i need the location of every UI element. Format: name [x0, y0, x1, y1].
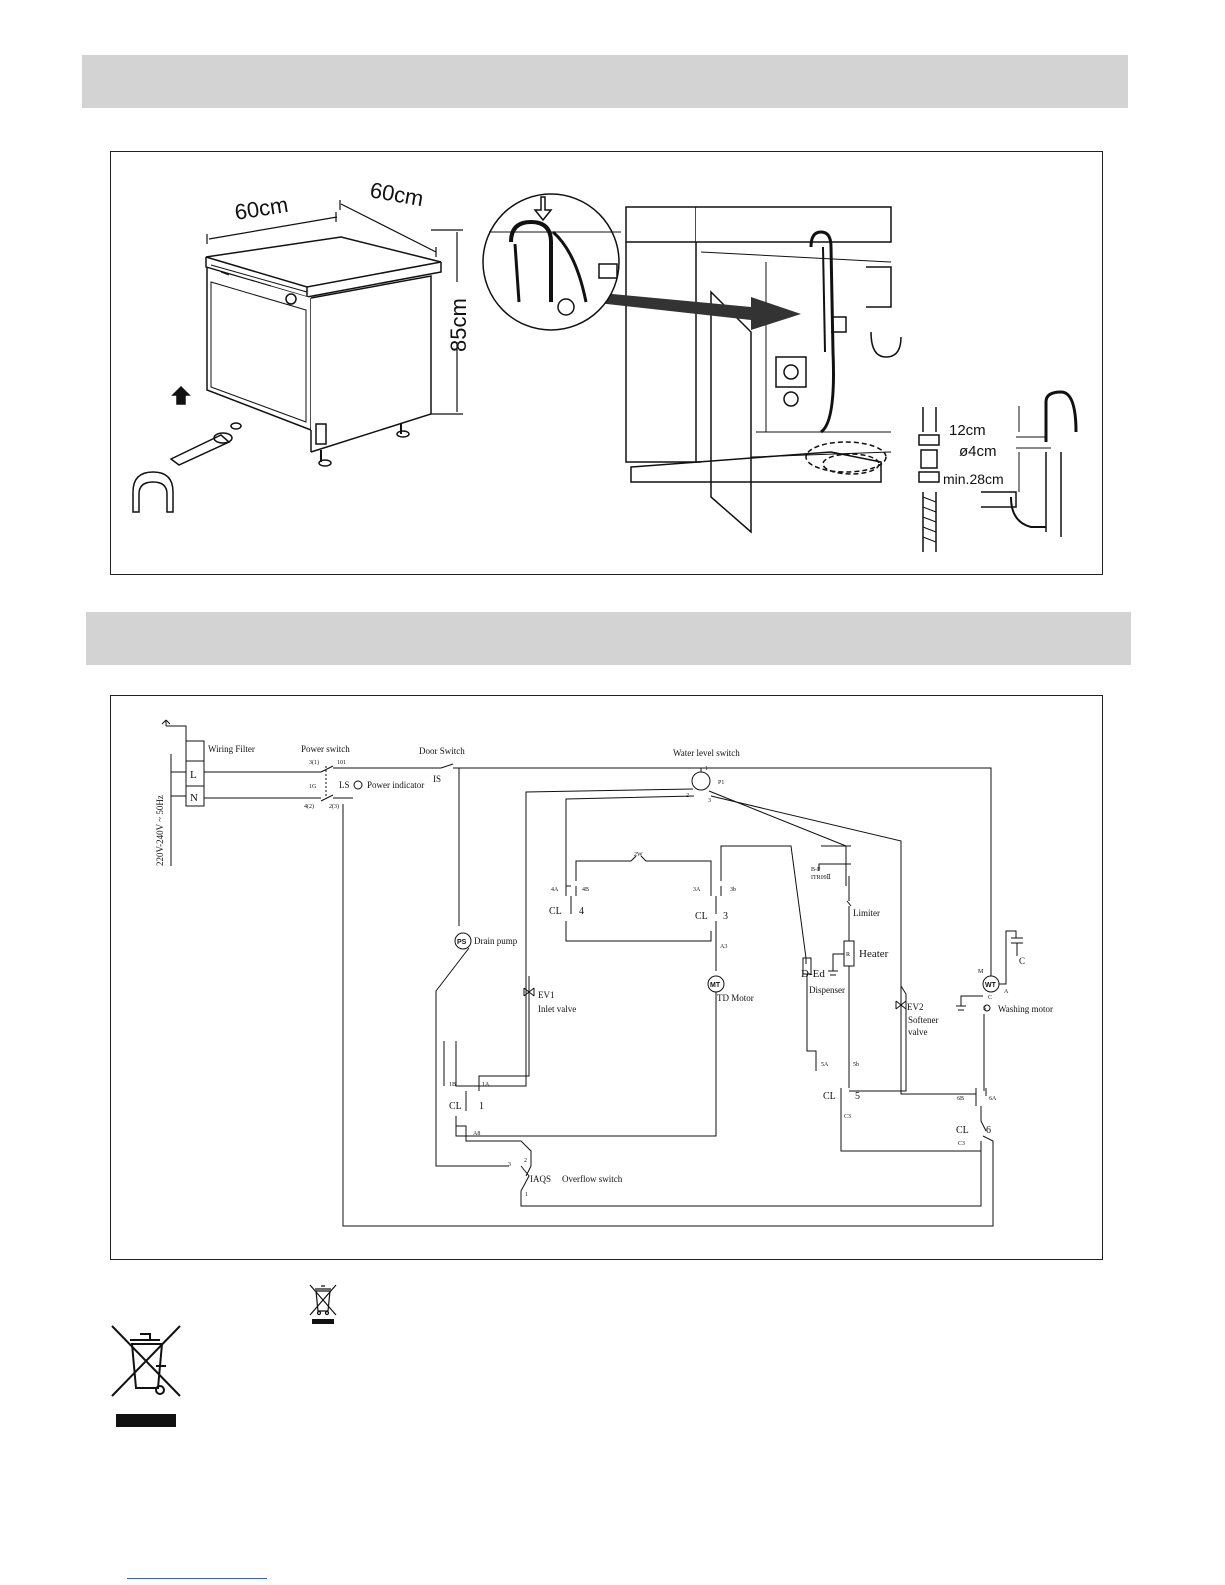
installation-illustration-frame: 60cm 60cm 85cm — [110, 151, 1103, 575]
limiter-label: Limiter — [853, 908, 880, 918]
pin-1b: 1B — [449, 1082, 456, 1088]
inlet-valve-label: Inlet valve — [538, 1004, 576, 1014]
pin-c3: C3 — [844, 1114, 851, 1120]
wiring-diagram: 220V-240V ~ 50Hz L N Wiring Filter Power… — [155, 719, 1053, 1227]
ev2-label: EV2 — [907, 1002, 924, 1012]
width-label: 60cm — [233, 192, 290, 225]
dimension-lines — [206, 200, 463, 415]
c-label: C — [1019, 956, 1025, 966]
leveling-wrench-icon — [132, 385, 233, 513]
cl4-number: 4 — [579, 906, 584, 917]
water-level-switch-label: Water level switch — [673, 748, 740, 758]
hose-detail-magnifier — [482, 193, 621, 331]
pin-a8: A8 — [473, 1131, 480, 1137]
limiter-code-1: B-F — [811, 867, 821, 873]
pin-4b: 4B — [582, 887, 589, 893]
min-height-label: min.28cm — [943, 471, 1004, 487]
power-switch-pin-top-right: 101 — [337, 760, 346, 766]
iaqs-pin1: 1 — [525, 1192, 528, 1198]
iaqs-pin3: 3 — [508, 1162, 511, 1168]
cl5-number: 5 — [855, 1091, 860, 1102]
ls-label: LS — [339, 780, 350, 790]
d-ed-label: D-Ed — [801, 968, 825, 980]
dispenser-label: Dispenser — [809, 985, 845, 995]
direction-arrow-icon — [589, 292, 801, 330]
cl3-label: CL — [695, 911, 708, 922]
p1-pin1: 1 — [705, 766, 708, 772]
supply-label: 220V-240V ~ 50Hz — [155, 795, 165, 866]
power-switch-pin-top: 3(1) — [309, 759, 319, 766]
footer-link-underline — [127, 1578, 267, 1579]
pin-6b: 6B — [957, 1096, 964, 1102]
overflow-switch-label: Overflow switch — [562, 1174, 623, 1184]
wiring-diagram-frame: 220V-240V ~ 50Hz L N Wiring Filter Power… — [110, 695, 1103, 1260]
r-symbol: R — [846, 952, 850, 958]
limiter-code-2: ITR09Ⅱ — [811, 875, 831, 881]
section-header-bar-installation — [82, 55, 1128, 108]
p1-pin3: 3 — [708, 798, 711, 804]
wiring-lines — [161, 719, 1023, 1227]
weee-bin-icon-small — [309, 1284, 337, 1324]
terminal-l: L — [190, 769, 197, 781]
power-indicator-label: Power indicator — [367, 780, 424, 790]
valve-label: valve — [908, 1027, 928, 1037]
section-header-bar-wiring — [86, 612, 1131, 665]
softener-label: Softener — [908, 1015, 939, 1025]
pin-s: S — [983, 1006, 986, 1012]
depth-label: 60cm — [368, 177, 425, 211]
iaqs-pin2: 2 — [524, 1158, 527, 1164]
diameter-label: ø4cm — [959, 443, 997, 460]
timer-contact: 2W — [634, 852, 643, 858]
power-switch-label: Power switch — [301, 744, 350, 754]
pin-a: A — [1004, 989, 1009, 995]
cabinet-drawing — [625, 206, 902, 534]
mt-symbol: MT — [710, 982, 721, 989]
drain-hose-detail — [918, 390, 1078, 552]
terminal-n: N — [190, 792, 198, 804]
wt-symbol: WT — [985, 982, 997, 989]
cl1-number: 1 — [479, 1101, 484, 1112]
power-switch-pin-bl: 4(2) — [304, 803, 314, 810]
power-switch-pin-br: 2(3) — [329, 803, 339, 810]
cl5-label: CL — [823, 1091, 836, 1102]
pin-6a: 6A — [989, 1096, 997, 1102]
pin-1a: 1A — [482, 1082, 490, 1088]
cl1-label: CL — [449, 1101, 462, 1112]
heater-label: Heater — [859, 948, 889, 960]
iaqs-label: IAQS — [530, 1174, 551, 1184]
cl6-number: 6 — [986, 1125, 991, 1136]
power-switch-pin-mid: 1G — [309, 784, 317, 790]
hose-height-label: 12cm — [949, 422, 986, 439]
td-motor-label: TD Motor — [717, 993, 754, 1003]
pin-4a: 4A — [551, 887, 559, 893]
dishwasher-drawing — [205, 236, 442, 467]
pin-a3: A3 — [720, 944, 727, 950]
pin-3a: 3A — [693, 887, 701, 893]
installation-illustration: 60cm 60cm 85cm — [132, 177, 1078, 552]
pin-5a: 5A — [821, 1062, 829, 1068]
ps-symbol: PS — [457, 939, 467, 946]
ev1-label: EV1 — [538, 990, 555, 1000]
cl6-label: CL — [956, 1125, 969, 1136]
wiring-filter-label: Wiring Filter — [208, 744, 255, 754]
height-label: 85cm — [446, 298, 471, 352]
p1-pin2: 2 — [686, 793, 689, 799]
cl3-number: 3 — [723, 911, 728, 922]
is-label: IS — [433, 774, 441, 784]
cl4-label: CL — [549, 906, 562, 917]
washing-motor-label: Washing motor — [998, 1004, 1053, 1014]
pin-5b: 5b — [853, 1062, 859, 1068]
drain-pump-label: Drain pump — [474, 936, 518, 946]
pin-c3b: C3 — [958, 1141, 965, 1147]
weee-bin-icon-large — [111, 1325, 181, 1427]
pin-3b: 3b — [730, 887, 736, 893]
pin-c: C — [988, 995, 992, 1001]
p1-label: P1 — [718, 780, 724, 786]
pin-m: M — [978, 969, 984, 975]
door-switch-label: Door Switch — [419, 746, 465, 756]
